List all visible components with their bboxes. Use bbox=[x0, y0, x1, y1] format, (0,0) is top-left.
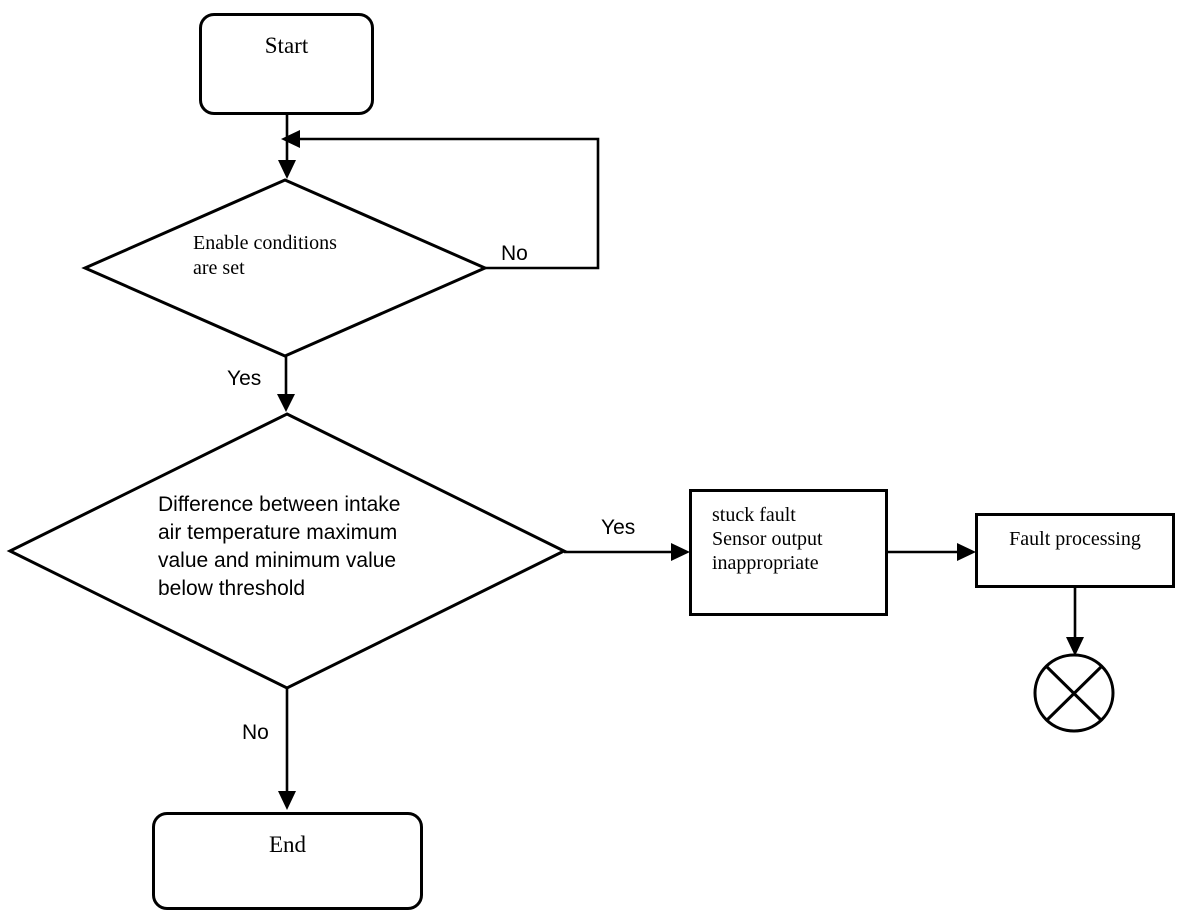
arrowhead-icon bbox=[278, 791, 296, 810]
stuck-fault-node: stuck fault Sensor output inappropriate bbox=[689, 489, 888, 616]
arrowhead-icon bbox=[277, 394, 295, 412]
edge-label-difference-yes: Yes bbox=[601, 516, 636, 539]
decision-difference-label: Difference between intake air temperatur… bbox=[158, 493, 401, 600]
start-node: Start bbox=[199, 13, 374, 115]
arrowhead-icon bbox=[671, 543, 690, 561]
fault-processing-node: Fault processing bbox=[975, 513, 1175, 588]
edge-label-enable-no: No bbox=[501, 242, 528, 265]
arrowhead-icon bbox=[281, 130, 300, 148]
arrowhead-icon bbox=[957, 543, 976, 561]
edge-label-enable-yes: Yes bbox=[227, 367, 262, 390]
arrowhead-icon bbox=[1066, 637, 1084, 656]
end-node: End bbox=[152, 812, 423, 910]
circled-x-icon bbox=[1033, 653, 1115, 733]
edge-label-difference-no: No bbox=[242, 721, 269, 744]
decision-enable-label: Enable conditions are set bbox=[193, 232, 337, 279]
edge-enable-no-loop bbox=[299, 137, 600, 270]
arrowhead-icon bbox=[278, 160, 296, 179]
